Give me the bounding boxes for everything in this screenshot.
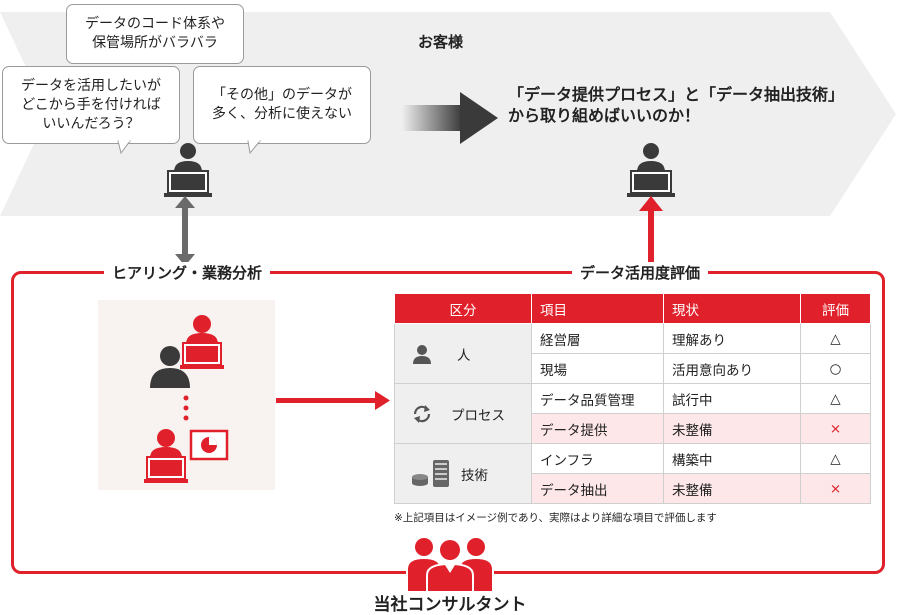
customer-person-icon bbox=[164, 143, 212, 197]
item-cell: 経営層 bbox=[531, 323, 664, 354]
customer-back-icon bbox=[150, 346, 190, 388]
presenter-icon bbox=[144, 429, 229, 483]
status-cell: 活用意向あり bbox=[663, 353, 801, 384]
hearing-illustration bbox=[144, 315, 229, 483]
item-cell: データ提供 bbox=[531, 413, 664, 444]
evaluation-label: データ活用度評価 bbox=[572, 262, 709, 283]
evaluation-table: 区分 項目 現状 評価 人 経営層 理解あり △ 現場 活用意向あり bbox=[394, 293, 871, 504]
item-cell: インフラ bbox=[531, 443, 664, 474]
table-note: ※上記項目はイメージ例であり、実際はより詳細な項目で評価します bbox=[394, 512, 717, 524]
up-arrow-icon bbox=[639, 196, 663, 266]
rating-cell: △ bbox=[800, 323, 871, 354]
item-cell: データ抽出 bbox=[531, 473, 664, 504]
bubble-line: いいんだろう？ bbox=[42, 115, 140, 132]
bubble-tails bbox=[117, 140, 262, 155]
table-row: 技術 インフラ 構築中 △ bbox=[394, 443, 871, 504]
person-icon bbox=[413, 344, 431, 364]
bubble-line: データのコード体系や bbox=[85, 16, 225, 32]
table-row: 人 経営層 理解あり △ bbox=[394, 323, 871, 384]
speech-bubble-where-to-start: データを活用したいが どこから手を付ければ いいんだろう？ bbox=[2, 66, 180, 144]
bubble-line: 「その他」のデータが bbox=[212, 87, 352, 103]
cycle-icon bbox=[413, 404, 431, 423]
header-status: 現状 bbox=[663, 293, 801, 324]
table-row: プロセス データ品質管理 試行中 △ bbox=[394, 383, 871, 444]
consultant-group-icon bbox=[406, 538, 494, 591]
double-arrow-icon bbox=[175, 196, 195, 266]
item-cell: 現場 bbox=[531, 353, 664, 384]
status-cell: 未整備 bbox=[663, 413, 801, 444]
server-icon bbox=[412, 459, 449, 487]
category-label: プロセス bbox=[451, 407, 505, 424]
status-cell: 試行中 bbox=[663, 383, 801, 414]
hearing-label: ヒアリング・業務分析 bbox=[104, 262, 271, 283]
right-arrow-icon bbox=[276, 391, 390, 410]
table-row: 現場 活用意向あり ○ bbox=[395, 353, 871, 384]
conclusion-line: 「データ提供プロセス」と「データ抽出技術」 bbox=[508, 85, 845, 104]
progress-arrow-icon bbox=[402, 92, 498, 144]
category-cell: 技術 bbox=[394, 443, 532, 504]
consultant-icon bbox=[180, 315, 224, 369]
speech-bubble-other-data: 「その他」のデータが 多く、分析に使えない bbox=[193, 66, 371, 144]
rating-cell: × bbox=[800, 413, 871, 444]
speech-bubble-code-system: データのコード体系や 保管場所がバラバラ bbox=[66, 4, 244, 64]
customer-person-icon bbox=[627, 143, 675, 197]
status-cell: 未整備 bbox=[663, 473, 801, 504]
rating-cell: × bbox=[800, 473, 871, 504]
category-label: 人 bbox=[457, 347, 471, 364]
conclusion-text: 「データ提供プロセス」と「データ抽出技術」 から取り組めばいいのか！ bbox=[508, 84, 844, 126]
bubble-line: どこから手を付ければ bbox=[21, 96, 161, 113]
bubble-line: 多く、分析に使えない bbox=[212, 106, 352, 122]
hearing-panel bbox=[98, 300, 275, 490]
rating-cell: △ bbox=[800, 443, 871, 474]
conclusion-line: から取り組めばいいのか！ bbox=[508, 106, 701, 125]
table-header-row: 区分 項目 現状 評価 bbox=[394, 293, 871, 324]
bubble-line: 保管場所がバラバラ bbox=[92, 35, 218, 51]
bubble-line: データを活用したいが bbox=[21, 77, 161, 94]
header-item: 項目 bbox=[531, 293, 664, 324]
category-label: 技術 bbox=[461, 467, 488, 484]
table-row: データ提供 未整備 × bbox=[395, 413, 871, 444]
status-cell: 理解あり bbox=[663, 323, 801, 354]
rating-cell: ○ bbox=[800, 353, 871, 384]
consultant-label: 当社コンサルタント bbox=[373, 595, 527, 615]
customer-title: お客様 bbox=[418, 33, 464, 51]
header-rating: 評価 bbox=[800, 293, 871, 324]
item-cell: データ品質管理 bbox=[531, 383, 664, 414]
header-category: 区分 bbox=[394, 293, 532, 324]
category-cell: 人 bbox=[394, 323, 532, 384]
table-row: データ抽出 未整備 × bbox=[395, 473, 871, 504]
rating-cell: △ bbox=[800, 383, 871, 414]
status-cell: 構築中 bbox=[663, 443, 801, 474]
category-cell: プロセス bbox=[394, 383, 532, 444]
